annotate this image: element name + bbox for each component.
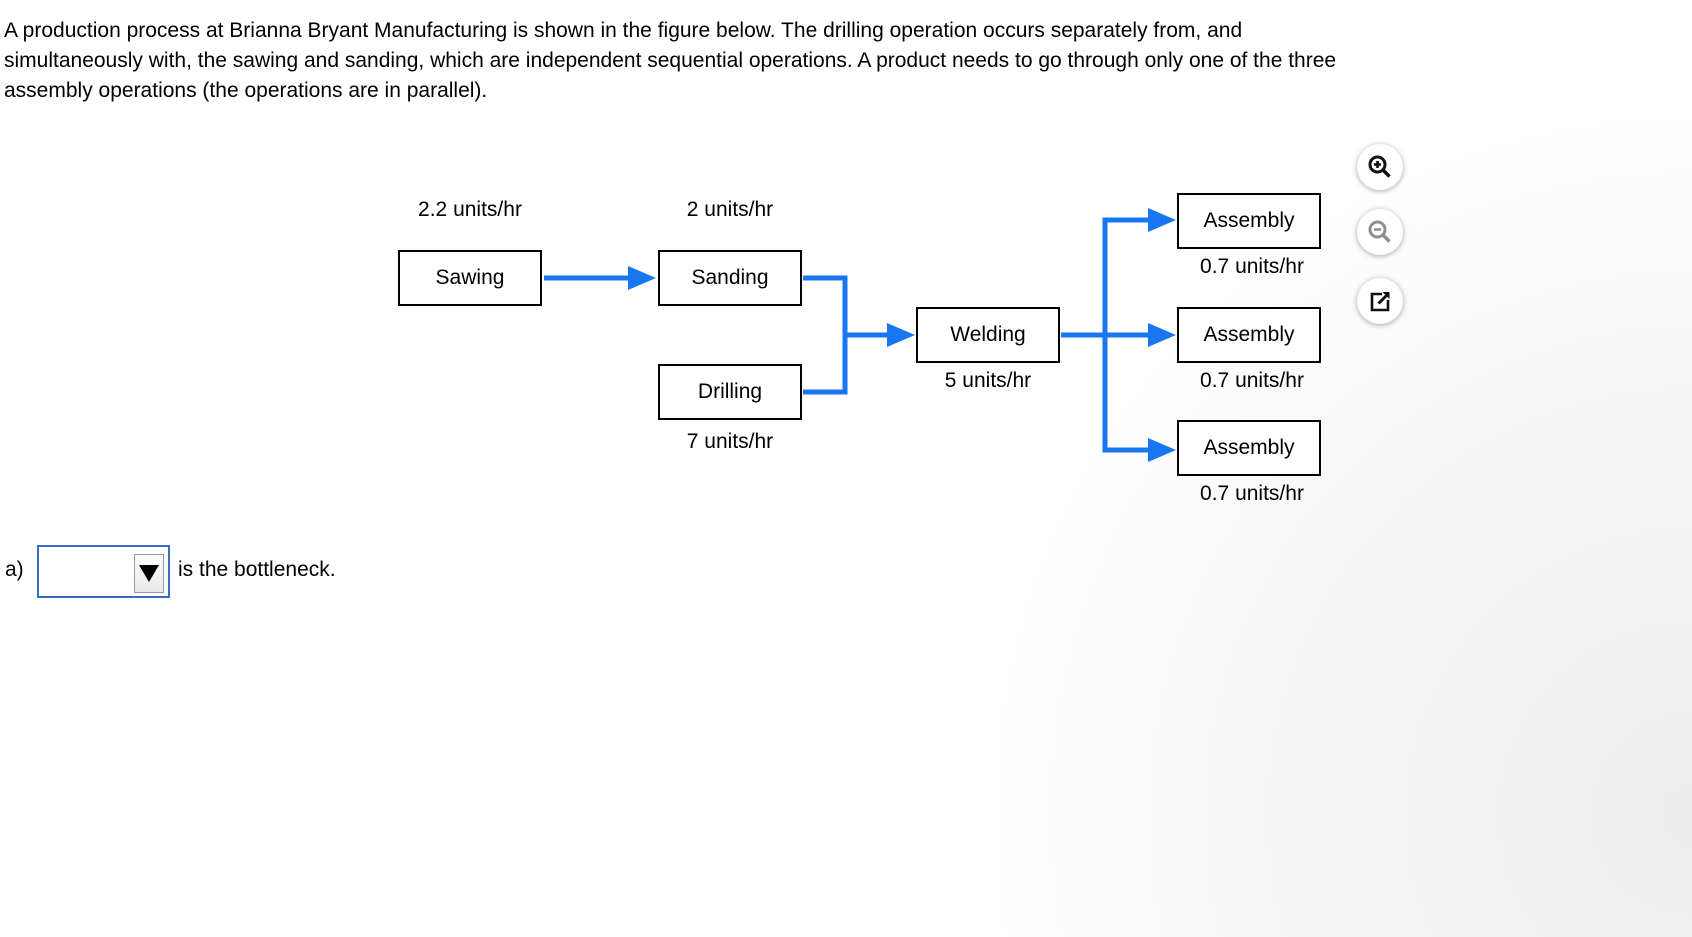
node-drilling: Drilling: [658, 364, 802, 420]
arrowhead: [887, 323, 915, 347]
bottleneck-select-value: [45, 547, 128, 596]
open-in-new-window-button[interactable]: [1357, 278, 1403, 324]
connector-sanding-drilling-join: [803, 275, 848, 395]
arrowhead: [1148, 438, 1176, 462]
answer-suffix-label: is the bottleneck.: [178, 558, 336, 581]
question-text: A production process at Brianna Bryant M…: [4, 16, 1336, 106]
rate-assembly-2: 0.7 units/hr: [1200, 369, 1304, 392]
zoom-in-icon: [1368, 155, 1391, 178]
rate-sawing: 2.2 units/hr: [418, 198, 522, 221]
rate-sanding: 2 units/hr: [686, 198, 774, 221]
question-text-line: A production process at Brianna Bryant M…: [4, 19, 1243, 42]
node-label: Assembly: [1203, 323, 1295, 346]
node-label: Assembly: [1203, 436, 1295, 459]
zoom-out-icon: [1368, 220, 1391, 243]
node-label: Sanding: [691, 266, 769, 289]
arrowhead: [1148, 208, 1176, 232]
arrowhead: [628, 266, 656, 290]
node-label: Sawing: [435, 266, 505, 289]
node-assembly-1: Assembly: [1177, 193, 1321, 249]
connector-assembly-branch: [1102, 217, 1150, 453]
rate-assembly-3: 0.7 units/hr: [1200, 482, 1304, 505]
node-label: Assembly: [1203, 209, 1295, 232]
rate-drilling: 7 units/hr: [686, 430, 774, 453]
open-in-new-window-icon: [1370, 292, 1390, 312]
arrowhead: [1148, 323, 1176, 347]
bottleneck-select[interactable]: [37, 545, 170, 598]
node-assembly-2: Assembly: [1177, 307, 1321, 363]
question-text-line: simultaneously with, the sawing and sand…: [4, 49, 1337, 72]
caret-down-icon: [139, 565, 159, 582]
node-sawing: Sawing: [398, 250, 542, 306]
node-label: Drilling: [697, 380, 763, 403]
rate-welding: 5 units/hr: [944, 369, 1032, 392]
node-assembly-3: Assembly: [1177, 420, 1321, 476]
rate-assembly-1: 0.7 units/hr: [1200, 255, 1304, 278]
dropdown-caret-button[interactable]: [134, 554, 164, 593]
zoom-out-button[interactable]: [1357, 209, 1403, 255]
answer-prefix-label: a): [5, 558, 24, 581]
question-text-line: assembly operations (the operations are …: [4, 79, 488, 102]
zoom-in-button[interactable]: [1357, 144, 1403, 190]
node-welding: Welding: [916, 307, 1060, 363]
node-label: Welding: [950, 323, 1026, 346]
node-sanding: Sanding: [658, 250, 802, 306]
